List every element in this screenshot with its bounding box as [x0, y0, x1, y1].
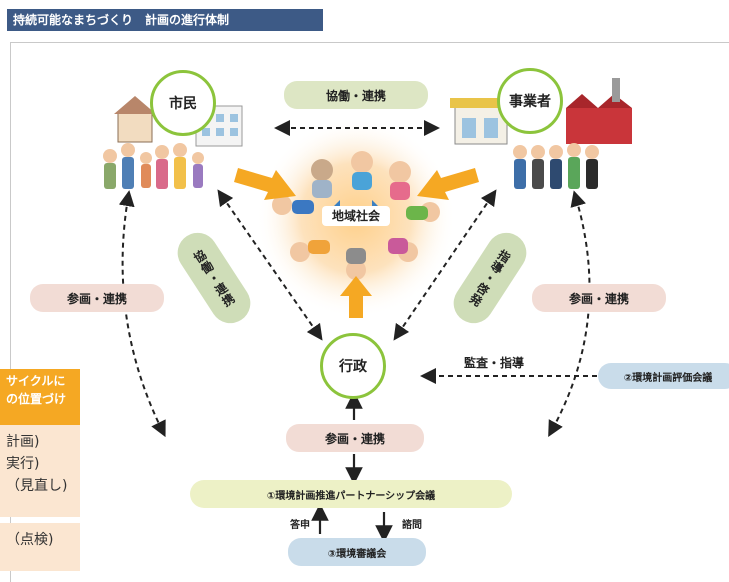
- sidebar-line1: 計画): [6, 434, 40, 450]
- citizens-node: 市民: [150, 70, 216, 136]
- citizens-people-icon: [103, 143, 204, 189]
- arrow-citizens-partnership: [118, 190, 166, 438]
- business-node: 事業者: [497, 68, 563, 134]
- shop-factory-icon: [450, 78, 632, 145]
- label-left-participation: 参画・連携: [30, 284, 164, 312]
- government-node: 行政: [320, 333, 386, 399]
- label-top-collab: 協働・連携: [284, 81, 428, 109]
- sidebar-line2: 実行): [6, 456, 40, 472]
- arrow-citizens-gov: [217, 189, 323, 341]
- council-evaluation: ②環境計画評価会議: [598, 363, 729, 389]
- arrow-business-partnership: [548, 190, 591, 438]
- pdca-sidebar: サイクルに の位置づけ 計画) 実行) （見直し) （点検): [0, 369, 80, 571]
- label-report: 答申: [290, 520, 310, 531]
- arrow-business-gov: [393, 189, 497, 341]
- sidebar-line4: （点検): [6, 532, 54, 548]
- sidebar-title-line1: サイクルに: [6, 374, 66, 388]
- council-deliberation: ③環境審議会: [288, 538, 426, 566]
- sidebar-title-line2: の位置づけ: [6, 392, 67, 406]
- sidebar-body: 計画) 実行) （見直し): [0, 425, 80, 517]
- label-audit: 監査・指導: [464, 356, 525, 370]
- label-bottom-participation: 参画・連携: [286, 424, 424, 452]
- sidebar-title: サイクルに の位置づけ: [0, 369, 80, 425]
- sidebar-body-2: （点検): [0, 523, 80, 571]
- sidebar-line3: （見直し): [6, 478, 68, 494]
- page-title: 持続可能なまちづくり 計画の進行体制: [7, 9, 323, 31]
- council-partnership: ①環境計画推進パートナーシップ会議: [190, 480, 512, 508]
- diagram-frame: [10, 42, 729, 582]
- business-people-icon: [513, 143, 599, 189]
- community-label: 地域社会: [322, 206, 390, 226]
- label-consult: 諮問: [402, 520, 422, 531]
- label-right-participation: 参画・連携: [532, 284, 666, 312]
